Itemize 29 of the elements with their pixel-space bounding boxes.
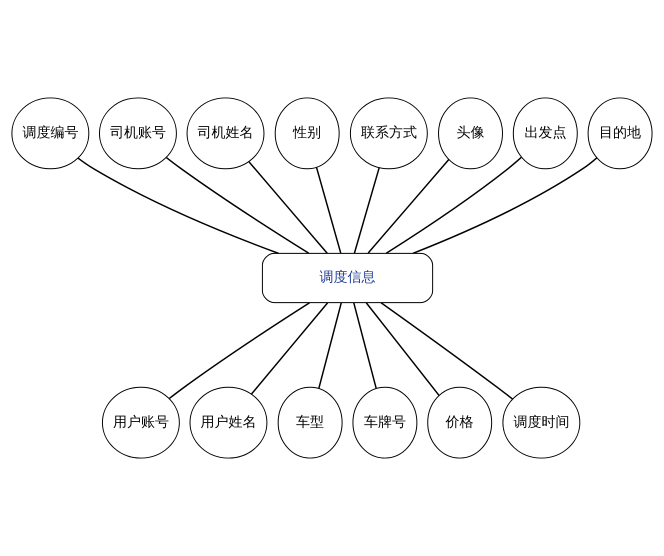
node-circle: 价格 <box>427 386 492 459</box>
connector <box>386 156 522 254</box>
node-circle: 用户姓名 <box>190 386 268 459</box>
node-circle: 用户账号 <box>102 386 180 459</box>
connector <box>166 157 310 254</box>
connector <box>169 302 310 399</box>
connector <box>248 161 328 254</box>
node-circle: 联系方式 <box>350 97 428 170</box>
node-circle: 司机账号 <box>98 97 177 170</box>
node-circle: 目的地 <box>588 97 653 170</box>
node-circle: 调度时间 <box>502 386 580 459</box>
connector <box>366 302 440 396</box>
connector <box>380 302 513 400</box>
connector <box>368 159 450 254</box>
node-box: 调度信息 <box>262 252 434 304</box>
connector <box>318 302 342 389</box>
connector <box>316 167 342 254</box>
node-circle: 头像 <box>438 97 503 170</box>
node-circle: 调度编号 <box>11 97 90 170</box>
node-circle: 车牌号 <box>352 386 418 459</box>
connector <box>250 302 328 394</box>
connector <box>412 157 598 254</box>
node-circle: 性别 <box>274 97 340 170</box>
connector <box>354 168 380 254</box>
connector <box>78 158 279 254</box>
node-circle: 出发点 <box>512 97 578 170</box>
node-circle: 车型 <box>278 386 343 459</box>
connector <box>353 302 377 389</box>
node-circle: 司机姓名 <box>186 97 264 170</box>
